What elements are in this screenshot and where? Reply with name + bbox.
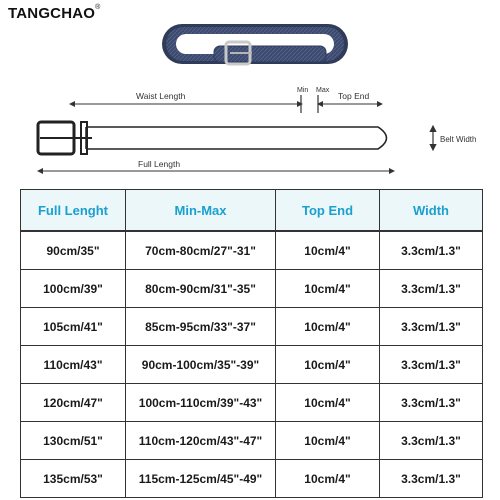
belt-diagram: Waist Length Min Max Top End Belt Width … — [36, 24, 476, 174]
table-row: 100cm/39" 80cm-90cm/31"-35" 10cm/4" 3.3c… — [20, 269, 483, 308]
cell-min-max: 90cm-100cm/35"-39" — [125, 345, 276, 384]
buckle-outline — [36, 120, 92, 156]
cell-full-length: 90cm/35" — [20, 230, 126, 270]
cell-min-max: 100cm-110cm/39"-43" — [125, 383, 276, 422]
top-end-label: Top End — [338, 91, 369, 101]
full-length-dimension: Full Length — [37, 159, 395, 174]
cell-width: 3.3cm/1.3" — [379, 307, 483, 346]
table-row: 130cm/51" 110cm-120cm/43"-47" 10cm/4" 3.… — [20, 421, 483, 460]
cell-min-max: 80cm-90cm/31"-35" — [125, 269, 276, 308]
cell-width: 3.3cm/1.3" — [379, 383, 483, 422]
waist-length-dimension: Waist Length — [69, 91, 303, 107]
brand-name: TANGCHAO — [8, 5, 96, 22]
table-row: 135cm/53" 115cm-125cm/45"-49" 10cm/4" 3.… — [20, 459, 483, 498]
cell-full-length: 105cm/41" — [20, 307, 126, 346]
cell-width: 3.3cm/1.3" — [379, 345, 483, 384]
cell-full-length: 135cm/53" — [20, 459, 126, 498]
max-label: Max — [316, 87, 330, 94]
cell-width: 3.3cm/1.3" — [379, 459, 483, 498]
table-row: 110cm/43" 90cm-100cm/35"-39" 10cm/4" 3.3… — [20, 345, 483, 384]
cell-full-length: 130cm/51" — [20, 421, 126, 460]
belt-width-label: Belt Width — [440, 135, 476, 144]
brand-logo: TANGCHAO® — [8, 4, 101, 22]
header-width: Width — [379, 189, 483, 232]
header-top-end: Top End — [275, 189, 380, 232]
cell-top-end: 10cm/4" — [275, 269, 380, 308]
cell-width: 3.3cm/1.3" — [379, 421, 483, 460]
min-max-dimension: Min Max Top End — [297, 87, 383, 113]
size-chart-table: Full Lenght Min-Max Top End Width 90cm/3… — [20, 189, 483, 498]
header-full-length: Full Lenght — [20, 189, 126, 232]
cell-top-end: 10cm/4" — [275, 345, 380, 384]
table-row: 90cm/35" 70cm-80cm/27"-31" 10cm/4" 3.3cm… — [20, 230, 483, 270]
belt-photo — [162, 24, 348, 66]
belt-width-dimension: Belt Width — [429, 124, 476, 152]
cell-full-length: 110cm/43" — [20, 345, 126, 384]
cell-top-end: 10cm/4" — [275, 230, 380, 270]
table-row: 120cm/47" 100cm-110cm/39"-43" 10cm/4" 3.… — [20, 383, 483, 422]
header-min-max: Min-Max — [125, 189, 276, 232]
table-header-row: Full Lenght Min-Max Top End Width — [20, 189, 483, 232]
full-length-label: Full Length — [138, 159, 180, 169]
cell-min-max: 85cm-95cm/33"-37" — [125, 307, 276, 346]
cell-top-end: 10cm/4" — [275, 421, 380, 460]
belt-outline — [36, 120, 388, 156]
table-row: 105cm/41" 85cm-95cm/33"-37" 10cm/4" 3.3c… — [20, 307, 483, 346]
cell-min-max: 70cm-80cm/27"-31" — [125, 230, 276, 270]
cell-full-length: 120cm/47" — [20, 383, 126, 422]
cell-width: 3.3cm/1.3" — [379, 230, 483, 270]
cell-full-length: 100cm/39" — [20, 269, 126, 308]
registered-mark: ® — [95, 4, 101, 11]
cell-top-end: 10cm/4" — [275, 307, 380, 346]
buckle-photo — [224, 40, 252, 66]
min-label: Min — [297, 87, 308, 94]
cell-width: 3.3cm/1.3" — [379, 269, 483, 308]
cell-top-end: 10cm/4" — [275, 459, 380, 498]
cell-min-max: 115cm-125cm/45"-49" — [125, 459, 276, 498]
cell-top-end: 10cm/4" — [275, 383, 380, 422]
waist-length-label: Waist Length — [136, 91, 186, 101]
cell-min-max: 110cm-120cm/43"-47" — [125, 421, 276, 460]
